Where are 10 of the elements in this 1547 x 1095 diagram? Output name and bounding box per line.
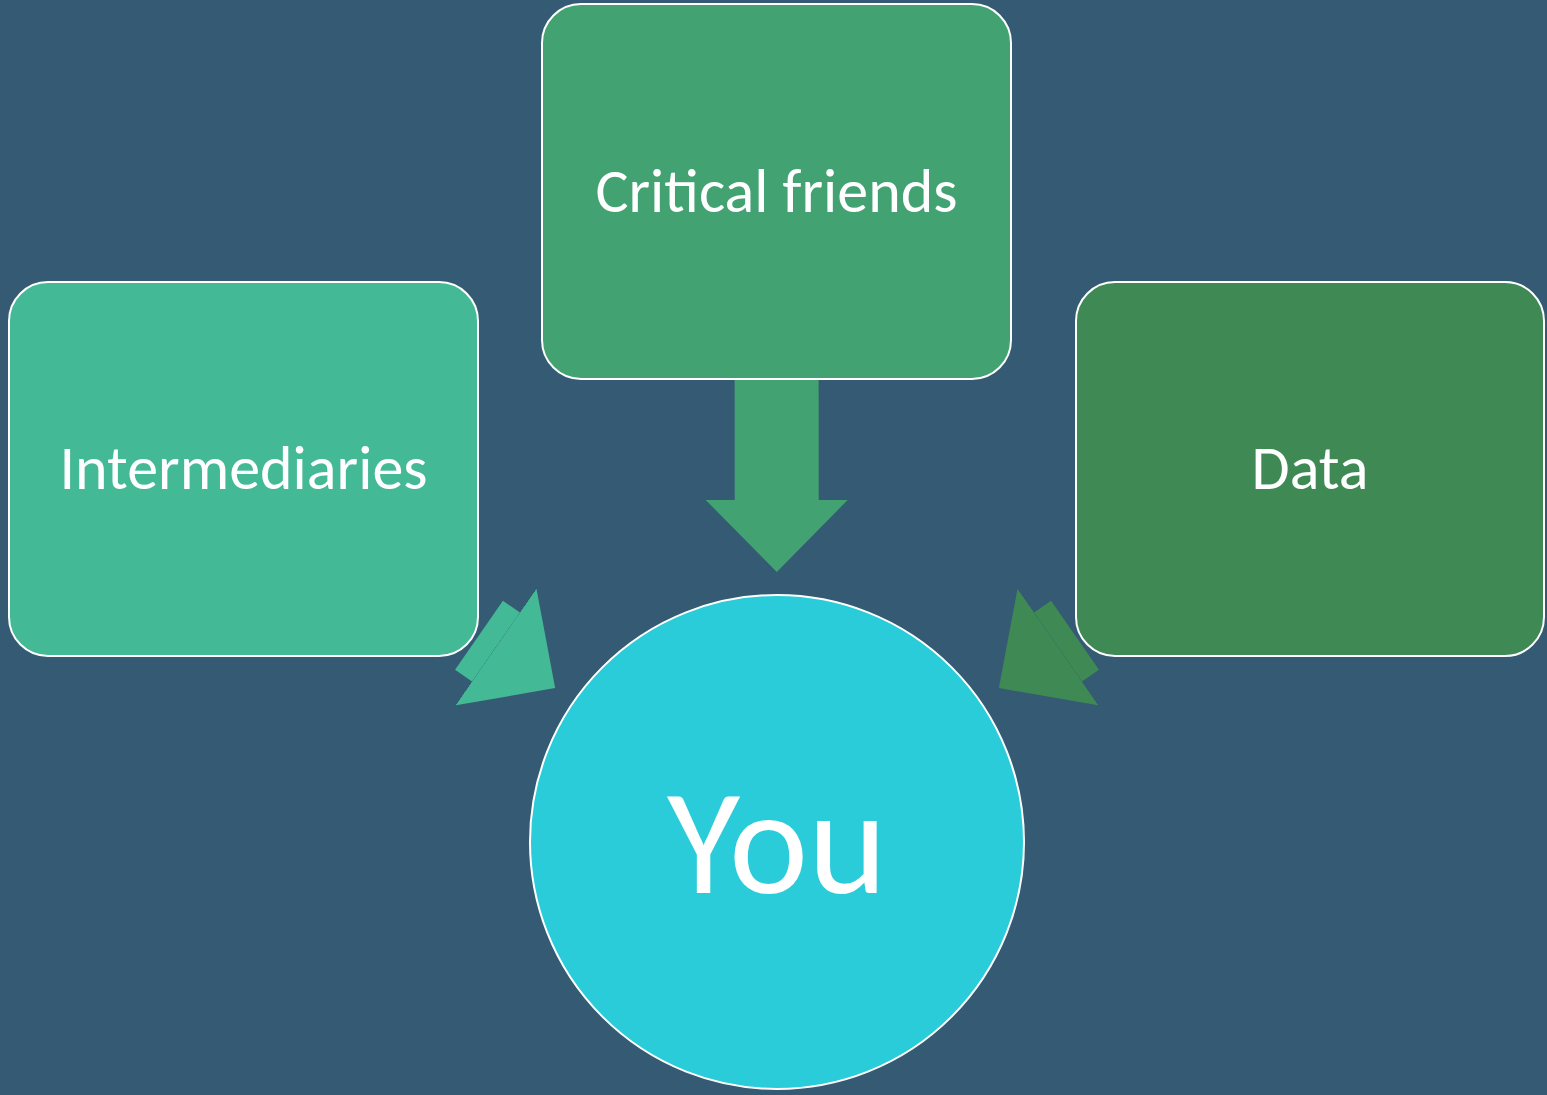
block-arrow <box>705 379 848 572</box>
rounded-box <box>541 3 1012 380</box>
node-label: Data <box>1250 430 1370 508</box>
block-arrow <box>998 588 1099 706</box>
rounded-box <box>1075 281 1545 657</box>
node-label: Intermediaries <box>58 430 429 508</box>
block-arrow <box>455 588 556 706</box>
node-label: Critical friends <box>594 152 959 231</box>
rounded-box <box>8 281 479 657</box>
node-label: You <box>666 749 888 936</box>
